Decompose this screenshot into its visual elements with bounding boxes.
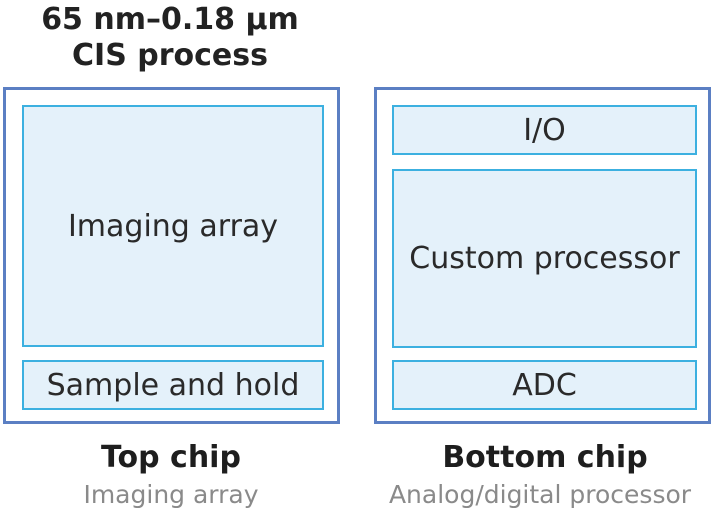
- bottom-chip-box: I/O Custom processor ADC: [374, 87, 711, 424]
- adc-label: ADC: [512, 367, 577, 403]
- top-chip-box: Imaging array Sample and hold: [3, 87, 340, 424]
- imaging-array-block: Imaging array: [22, 105, 324, 347]
- imaging-array-label: Imaging array: [67, 208, 279, 244]
- custom-processor-label: Custom processor: [409, 241, 680, 276]
- process-title-line1: 65 nm–0.18 µm: [41, 2, 299, 37]
- bottom-chip-subtitle: Analog/digital processor: [388, 480, 692, 509]
- custom-processor-block: Custom processor: [392, 169, 697, 348]
- io-label: I/O: [523, 112, 566, 148]
- sample-and-hold-label: Sample and hold: [46, 367, 300, 403]
- bottom-chip-name: Bottom chip: [442, 440, 648, 475]
- sample-and-hold-block: Sample and hold: [22, 360, 324, 410]
- process-title: 65 nm–0.18 µm CIS process: [0, 2, 340, 74]
- top-chip-name: Top chip: [101, 440, 241, 475]
- process-title-line2: CIS process: [72, 38, 268, 73]
- adc-block: ADC: [392, 360, 697, 410]
- io-block: I/O: [392, 105, 697, 155]
- top-chip-subtitle: Imaging array: [83, 480, 259, 509]
